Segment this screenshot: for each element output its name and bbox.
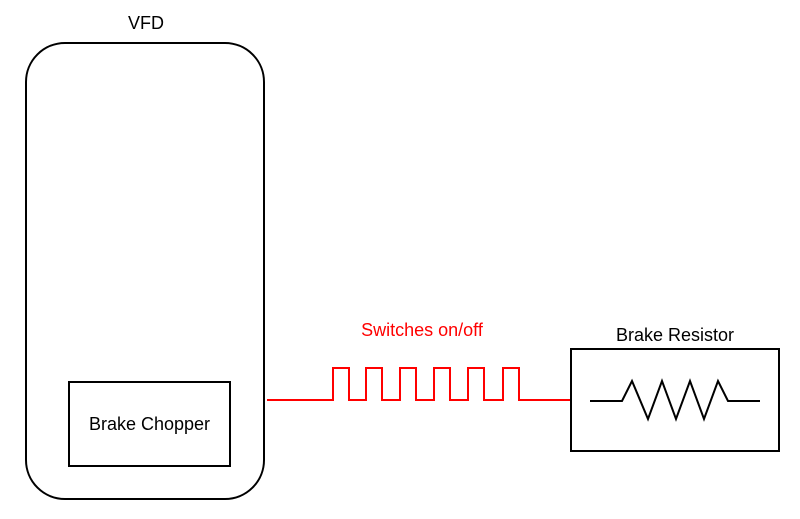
vfd-block (25, 42, 265, 500)
brake-chopper-block: Brake Chopper (68, 381, 231, 467)
brake-resistor-block (570, 348, 780, 452)
brake-chopper-label: Brake Chopper (88, 413, 211, 434)
switching-signal-label: Switches on/off (361, 320, 483, 340)
vfd-label: VFD (128, 13, 164, 33)
resistor-zigzag-symbol (590, 378, 760, 422)
brake-resistor-label: Brake Resistor (615, 325, 735, 345)
switching-pulse-wire (267, 367, 570, 401)
